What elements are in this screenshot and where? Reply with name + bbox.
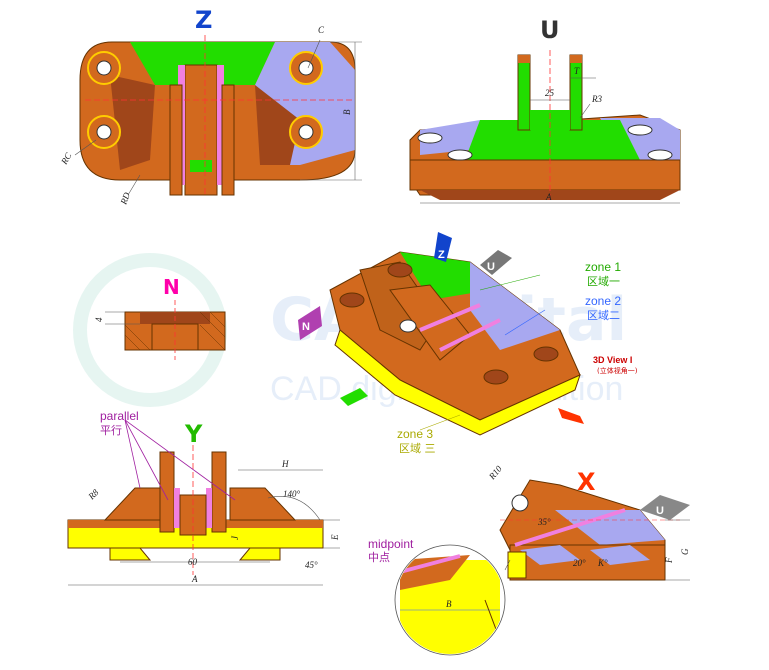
arrow-label-n: N — [302, 321, 310, 333]
z-dim-b: B — [342, 109, 352, 115]
y-direction-arrow — [340, 388, 368, 406]
z-direction-arrow — [434, 232, 452, 262]
x-dim-35: 35° — [537, 517, 551, 527]
x-dim-b: B — [446, 599, 452, 609]
zone3-cn: 区域 三 — [399, 442, 436, 455]
y-dim-h: H — [281, 459, 289, 469]
x-view-label: X — [577, 468, 596, 496]
x-dim-g: G — [680, 548, 690, 555]
y-dim-60: 60 — [188, 557, 198, 567]
zone2-cn: 区域二 — [587, 309, 620, 322]
arrow-label-z: Z — [438, 249, 445, 261]
view3d-subtitle: (立体视角一) — [597, 366, 638, 375]
x-dim-r10: R10 — [486, 463, 504, 482]
zone2-en: zone 2 — [585, 294, 621, 308]
x-view-u-arrow — [640, 495, 690, 520]
x-dim-20: 20° — [573, 558, 586, 568]
n-view: 4 N — [94, 275, 226, 360]
y-dim-a: A — [191, 574, 198, 584]
y-dim-140: 140° — [283, 489, 301, 499]
x-dim-k: K° — [597, 558, 608, 568]
y-view-label: Y — [184, 420, 203, 448]
y-dim-e: E — [330, 534, 340, 541]
n-view-label: N — [163, 275, 180, 299]
u-dim-t: T — [574, 66, 580, 76]
u-dim-a: A — [545, 192, 552, 202]
u-dim-25: 25 — [545, 88, 555, 98]
arrow-label-u: U — [487, 261, 495, 273]
u-view: 25 T R3 A U — [409, 16, 681, 204]
view-3d: Z U N zone 1 区域一 zone 2 区域二 zone 3 区域 三 … — [298, 232, 638, 455]
n-dim-4: 4 — [94, 317, 104, 322]
z-view: B C RC RD Z — [59, 6, 362, 207]
z-view-label: Z — [195, 6, 212, 34]
x-view: R10 35° 20° K° F G U X B midpoint 中点 — [368, 463, 690, 656]
parallel-en: parallel — [100, 409, 139, 423]
y-dim-j: J — [230, 535, 240, 540]
x-dim-f: F — [664, 557, 674, 564]
zone1-cn: 区域一 — [587, 275, 620, 288]
y-dim-45: 45° — [305, 560, 318, 570]
u-dim-r3: R3 — [591, 94, 602, 104]
u-view-label: U — [540, 16, 560, 44]
midpoint-cn: 中点 — [368, 551, 390, 564]
view3d-title: 3D View I — [593, 355, 632, 365]
parallel-cn: 平行 — [100, 424, 122, 437]
x-view-u-arrow-label: U — [656, 505, 664, 517]
x-direction-arrow — [558, 408, 584, 424]
z-dim-rd: RD — [118, 191, 132, 207]
y-view: parallel 平行 H 140° R8 J E 60 45° A Y — [67, 409, 340, 586]
y-dim-r8: R8 — [86, 487, 101, 502]
u-direction-arrow — [480, 250, 512, 275]
n-direction-arrow — [298, 306, 322, 340]
z-dim-rc: RC — [59, 150, 74, 167]
zone1-en: zone 1 — [585, 260, 621, 274]
zone3-en: zone 3 — [397, 427, 433, 441]
midpoint-en: midpoint — [368, 537, 414, 551]
z-dim-c: C — [318, 25, 325, 35]
